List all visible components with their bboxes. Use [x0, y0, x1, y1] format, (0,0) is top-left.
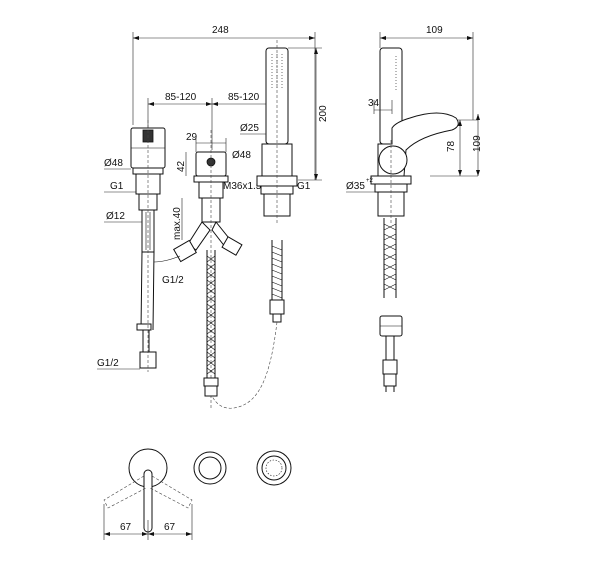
diameter-25-label: Ø25	[240, 123, 259, 134]
spacing-right-label: 85-120	[228, 92, 260, 103]
handle-height-label: 78	[446, 140, 457, 152]
diverter-valve	[153, 130, 243, 410]
side-width-label: 109	[426, 25, 443, 36]
mixer-side-view: 109	[370, 25, 474, 392]
diameter-48-mid-label: Ø48	[232, 150, 251, 161]
spacing-left-label: 85-120	[165, 92, 197, 103]
diameter-12-label: Ø12	[106, 211, 125, 222]
mixer-front-labels: Ø48 G1 Ø12 G1/2	[97, 158, 142, 370]
g1-right-label: G1	[297, 181, 311, 192]
valve-height-label: 42	[176, 160, 187, 172]
side-depth-label: 34	[368, 98, 380, 109]
side-view-dimensions: 34 78 109 Ø35 +2	[346, 98, 483, 193]
g1-left-label: G1	[110, 181, 124, 192]
g-half-mid-label: G1/2	[162, 275, 184, 286]
dimension-overall-width: 248	[132, 25, 316, 180]
max-40-label: max.40	[172, 207, 183, 240]
g-half-left-label: G1/2	[97, 358, 119, 369]
mixer-top-view: 67 67	[103, 448, 193, 540]
diameter-35-tolerance: +2	[366, 178, 374, 184]
diameter-35-label: Ø35	[346, 181, 365, 192]
valve-width-label: 29	[186, 132, 198, 143]
hand-shower-top-view	[256, 450, 292, 486]
hand-shower	[211, 40, 298, 409]
rotation-left-label: 67	[120, 522, 132, 533]
mixer-front-view	[130, 120, 166, 372]
hand-shower-height-label: 200	[318, 105, 329, 122]
thread-m36-label: M36x1.5	[223, 181, 262, 192]
hand-shower-dimensions: 200 Ø25 G1	[240, 47, 329, 192]
rotation-right-label: 67	[164, 522, 176, 533]
diverter-labels: 29 42 Ø48 M36x1.5 max.40 G1/2	[162, 132, 262, 286]
diverter-top-view	[193, 451, 227, 485]
diameter-48-left-label: Ø48	[104, 158, 123, 169]
overall-width-label: 248	[212, 25, 229, 36]
dimension-spacing: 85-120 85-120	[147, 92, 277, 150]
side-height-label: 109	[472, 135, 483, 152]
